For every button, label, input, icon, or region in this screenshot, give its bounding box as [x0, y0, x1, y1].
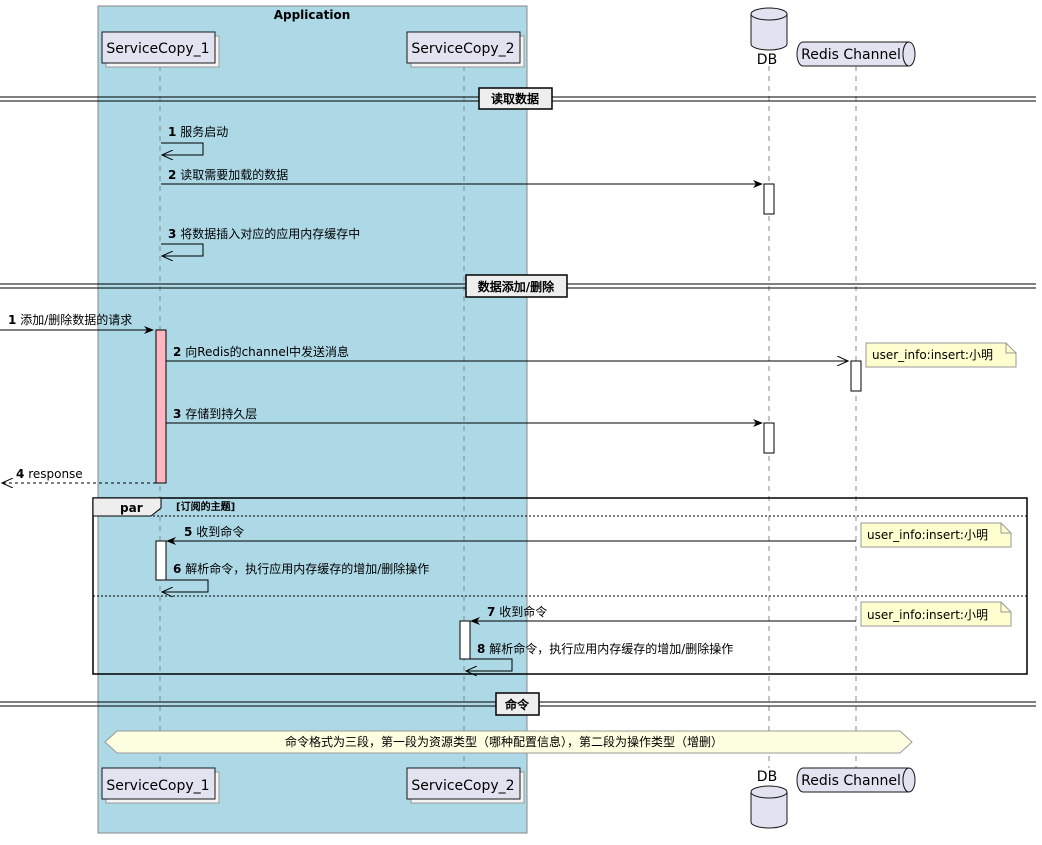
svg-text:user_info:insert:小明: user_info:insert:小明 [867, 608, 988, 622]
svg-text:2 向Redis的channel中发送消息: 2 向Redis的channel中发送消息 [173, 344, 349, 359]
svg-text:3 将数据插入对应的应用内存缓存中: 3 将数据插入对应的应用内存缓存中 [168, 226, 360, 241]
svg-text:3 存储到持久层: 3 存储到持久层 [173, 406, 257, 421]
svg-text:5 收到命令: 5 收到命令 [184, 524, 244, 539]
svg-text:user_info:insert:小明: user_info:insert:小明 [872, 348, 993, 362]
svg-text:4 response: 4 response [16, 467, 83, 481]
hnote-command-format: 命令格式为三段，第一段为资源类型（哪种配置信息），第二段为操作类型（增删） [104, 730, 913, 754]
message-response: 4 response [2, 467, 156, 483]
message-incoming-request: 1 添加/删除数据的请求 [0, 312, 154, 334]
svg-text:1 服务启动: 1 服务启动 [168, 124, 228, 139]
note-recv-2: user_info:insert:小明 [860, 601, 1012, 627]
svg-text:1 添加/删除数据的请求: 1 添加/删除数据的请求 [8, 312, 132, 327]
participant-redis-bottom: Redis Channel [796, 767, 916, 793]
par-keyword: par [120, 501, 143, 515]
application-box [97, 5, 528, 834]
svg-text:ServiceCopy_1: ServiceCopy_1 [106, 41, 209, 57]
note-send: user_info:insert:小明 [865, 342, 1017, 368]
svg-text:命令: 命令 [504, 697, 530, 712]
svg-text:数据添加/删除: 数据添加/删除 [478, 279, 555, 294]
db-activation-1 [763, 183, 775, 215]
participant-service2-bottom: ServiceCopy_2 [406, 767, 525, 804]
message-2-read: 2 读取需要加载的数据 [161, 167, 763, 188]
message-6-self: 6 解析命令，执行应用内存缓存的增加/删除操作 [162, 561, 429, 592]
service1-activation-request [155, 329, 167, 484]
db-activation-2 [763, 422, 775, 454]
message-1-self: 1 服务启动 [161, 124, 228, 155]
section-divider-read: 读取数据 [0, 87, 1036, 110]
par-fragment: par [订阅的主题] [92, 497, 1028, 675]
participant-redis-top: Redis Channel [796, 41, 916, 67]
svg-text:8 解析命令，执行应用内存缓存的增加/删除操作: 8 解析命令，执行应用内存缓存的增加/删除操作 [477, 641, 733, 656]
participant-service1-top: ServiceCopy_1 [101, 31, 220, 68]
svg-text:ServiceCopy_2: ServiceCopy_2 [411, 778, 514, 794]
participant-db-bottom: DB [750, 769, 788, 829]
svg-text:user_info:insert:小明: user_info:insert:小明 [867, 528, 988, 542]
redis-activation [850, 360, 862, 392]
db-label-bottom: DB [757, 769, 777, 785]
svg-text:6 解析命令，执行应用内存缓存的增加/删除操作: 6 解析命令，执行应用内存缓存的增加/删除操作 [173, 561, 429, 576]
service2-activation-command [459, 620, 471, 660]
participant-service1-bottom: ServiceCopy_1 [101, 767, 220, 804]
participant-service2-top: ServiceCopy_2 [406, 31, 525, 68]
db-label-top: DB [757, 52, 777, 68]
message-7-receive: 7 收到命令 [470, 604, 856, 625]
message-store-db: 3 存储到持久层 [166, 406, 763, 427]
svg-text:读取数据: 读取数据 [491, 91, 539, 106]
svg-text:7 收到命令: 7 收到命令 [487, 604, 547, 619]
message-send-redis: 2 向Redis的channel中发送消息 [166, 344, 848, 361]
section-divider-command: 命令 [0, 692, 1036, 716]
participant-db-top: DB [750, 7, 788, 68]
message-8-self: 8 解析命令，执行应用内存缓存的增加/删除操作 [466, 641, 733, 671]
section-divider-modify: 数据添加/删除 [0, 274, 1036, 298]
svg-text:Redis Channel: Redis Channel [801, 47, 901, 63]
application-box-title: Application [274, 8, 351, 22]
svg-text:Redis Channel: Redis Channel [801, 773, 901, 789]
svg-text:2 读取需要加载的数据: 2 读取需要加载的数据 [168, 167, 288, 182]
note-recv-1: user_info:insert:小明 [860, 522, 1012, 548]
message-5-receive: 5 收到命令 [166, 524, 856, 545]
svg-text:命令格式为三段，第一段为资源类型（哪种配置信息），第二段为操: 命令格式为三段，第一段为资源类型（哪种配置信息），第二段为操作类型（增删） [285, 734, 723, 749]
svg-text:ServiceCopy_1: ServiceCopy_1 [106, 778, 209, 794]
par-condition: [订阅的主题] [176, 500, 235, 513]
svg-text:ServiceCopy_2: ServiceCopy_2 [411, 41, 514, 57]
message-3-self: 3 将数据插入对应的应用内存缓存中 [161, 226, 360, 256]
service1-activation-command [155, 540, 167, 581]
